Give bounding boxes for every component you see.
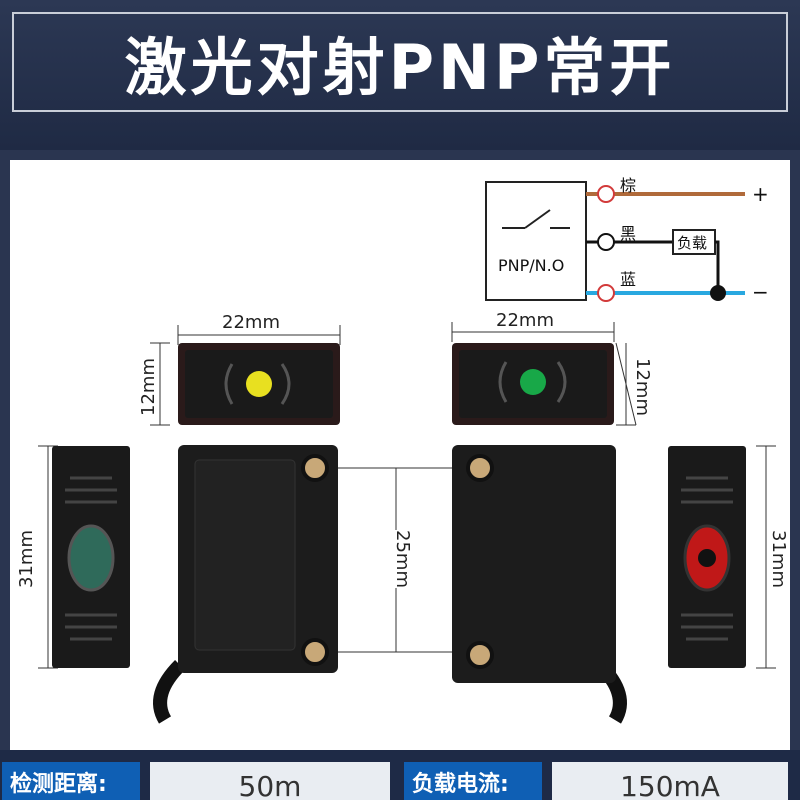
header-banner: 激光对射PNP常开 — [0, 0, 800, 150]
brown-terminal — [597, 185, 615, 203]
side-label-left: 31mm — [16, 530, 37, 588]
plus-sign: + — [752, 182, 769, 206]
black-wire-label: 黑 — [620, 224, 637, 243]
brown-wire-label: 棕 — [620, 176, 637, 195]
spec-value-current: 150mA — [552, 762, 788, 800]
front-view-right-sensor — [452, 445, 616, 683]
spec-label-current: 负载电流: — [404, 762, 542, 800]
spec-label-range: 检测距离: — [2, 762, 140, 800]
yellow-led — [246, 371, 272, 397]
green-led — [520, 369, 546, 395]
width-label-right: 22mm — [496, 310, 554, 331]
wiring-diagram — [485, 181, 745, 302]
mount-hole-top-left — [301, 454, 329, 482]
height-label-left: 12mm — [138, 358, 159, 416]
product-diagram-panel: PNP/N.O 棕 黑 蓝 负载 + − 22mm 22mm 12mm 12mm… — [10, 160, 790, 750]
minus-sign: − — [752, 280, 769, 304]
switch-box — [485, 181, 587, 301]
blue-wire-label: 蓝 — [620, 270, 637, 289]
height-label-right: 12mm — [632, 358, 653, 416]
page-title: 激光对射PNP常开 — [124, 31, 676, 104]
blue-terminal — [597, 284, 615, 302]
title-frame: 激光对射PNP常开 — [12, 12, 788, 112]
switch-blade — [524, 209, 551, 229]
load-box — [672, 229, 716, 255]
mount-hole-bottom-right — [466, 641, 494, 669]
side-label-right: 31mm — [768, 530, 789, 588]
load-return-wire — [715, 240, 720, 293]
width-label-left: 22mm — [222, 312, 280, 333]
mount-hole-bottom-left — [301, 638, 329, 666]
spec-value-range: 50m — [150, 762, 390, 800]
emitter-lens — [67, 524, 115, 592]
black-terminal — [597, 233, 615, 251]
hole-spacing-label: 25mm — [392, 530, 413, 588]
junction-dot — [710, 285, 726, 301]
product-diagram — [38, 181, 776, 724]
spec-bar: 检测距离: 50m 负载电流: 150mA — [0, 750, 800, 800]
load-label: 负载 — [677, 234, 708, 252]
switch-type-label: PNP/N.O — [498, 256, 565, 275]
dimension-lines — [38, 322, 776, 669]
mount-hole-top-right — [466, 454, 494, 482]
